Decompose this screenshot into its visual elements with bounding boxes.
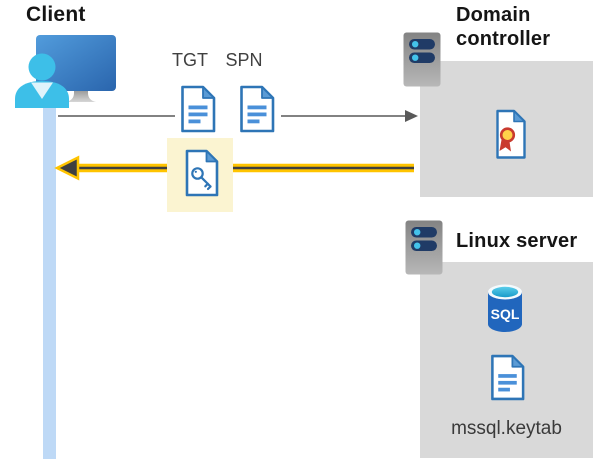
spn-document-icon xyxy=(240,85,275,133)
response-arrowhead-icon xyxy=(54,155,80,181)
person-icon xyxy=(15,53,69,108)
domain-server-icon xyxy=(403,32,441,87)
request-arrowhead-icon xyxy=(405,110,418,122)
sql-database-icon: SQL xyxy=(488,284,522,332)
spn-label: SPN xyxy=(225,50,263,70)
certificate-icon xyxy=(496,109,526,159)
key-document-icon xyxy=(185,149,219,197)
sql-icon-text: SQL xyxy=(491,306,520,322)
response-arrow xyxy=(54,155,414,181)
tgt-document-icon xyxy=(181,85,216,133)
keytab-filename-label: mssql.keytab xyxy=(451,418,562,439)
client-title: Client xyxy=(26,3,86,26)
linux-server-icon xyxy=(405,220,443,275)
keytab-document-icon xyxy=(491,354,525,401)
client-icon xyxy=(15,35,116,108)
monitor-icon xyxy=(36,35,116,91)
monitor-stand-icon xyxy=(66,88,96,102)
domain-controller-title: Domain controller xyxy=(456,4,551,50)
client-lifeline-bar xyxy=(43,95,56,459)
tgt-label: TGT xyxy=(172,50,208,70)
linux-server-title: Linux server xyxy=(456,230,578,252)
